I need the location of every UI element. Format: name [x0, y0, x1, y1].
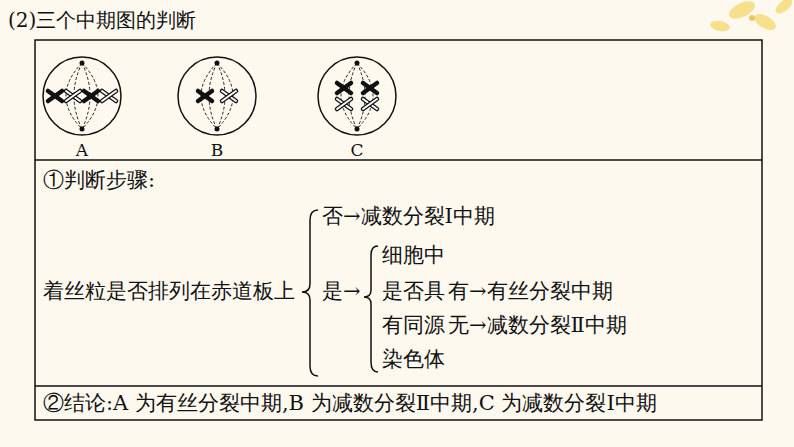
cell-node: C	[315, 54, 399, 164]
chromosome	[222, 91, 236, 101]
cell-outline	[315, 54, 399, 138]
chromosome	[66, 91, 80, 101]
cell-node: B	[175, 54, 259, 164]
centrosome	[215, 127, 220, 132]
chromosome	[337, 99, 351, 109]
divider	[35, 385, 762, 387]
cell-node: A	[40, 54, 124, 164]
spindle-fiber	[357, 63, 365, 129]
title: (2)三个中期图的判断	[8, 8, 196, 32]
chromosome	[363, 99, 377, 109]
frame	[35, 40, 762, 420]
branch-text: 无→减数分裂Ⅱ中期	[448, 313, 627, 338]
chromosome	[198, 91, 212, 101]
question-text: 着丝粒是否排列在赤道板上	[43, 279, 295, 304]
criterion-text: 是否具	[382, 279, 445, 304]
step-heading: ①判断步骤:	[43, 168, 155, 193]
cell-label: A	[40, 140, 124, 160]
cell-label: C	[315, 140, 399, 160]
centrosome	[355, 127, 360, 132]
chromosome	[337, 83, 351, 93]
chromosome	[48, 91, 62, 101]
centrosome	[215, 61, 220, 66]
criterion-text: 有同源	[382, 313, 445, 338]
centrosome	[355, 61, 360, 66]
centrosome	[80, 61, 85, 66]
bracket	[364, 246, 378, 372]
flower-decoration	[709, 0, 794, 33]
chromosome	[363, 83, 377, 93]
chromosome	[102, 91, 116, 101]
cell-outline	[40, 54, 124, 138]
spindle-fiber	[341, 63, 357, 129]
spindle-fiber	[217, 63, 225, 129]
branch-text: 有→有丝分裂中期	[448, 279, 613, 304]
spindle-fiber	[66, 63, 82, 129]
conclusion-text: ②结论:A 为有丝分裂中期,B 为减数分裂Ⅱ中期,C 为减数分裂Ⅰ中期	[43, 391, 657, 416]
spindle-fiber	[357, 63, 373, 129]
centrosome	[80, 127, 85, 132]
cell-label: B	[175, 140, 259, 160]
criterion-text: 染色体	[382, 347, 445, 372]
criterion-text: 细胞中	[382, 243, 445, 268]
branch-text: 是→	[322, 279, 361, 304]
spindle-fiber	[209, 63, 217, 129]
chromosome	[84, 91, 98, 101]
spindle-fiber	[349, 63, 357, 129]
divider	[35, 159, 762, 161]
branch-text: 否→减数分裂Ⅰ中期	[322, 204, 495, 229]
bracket	[302, 210, 318, 376]
cell-outline	[175, 54, 259, 138]
spindle-fiber	[82, 63, 98, 129]
